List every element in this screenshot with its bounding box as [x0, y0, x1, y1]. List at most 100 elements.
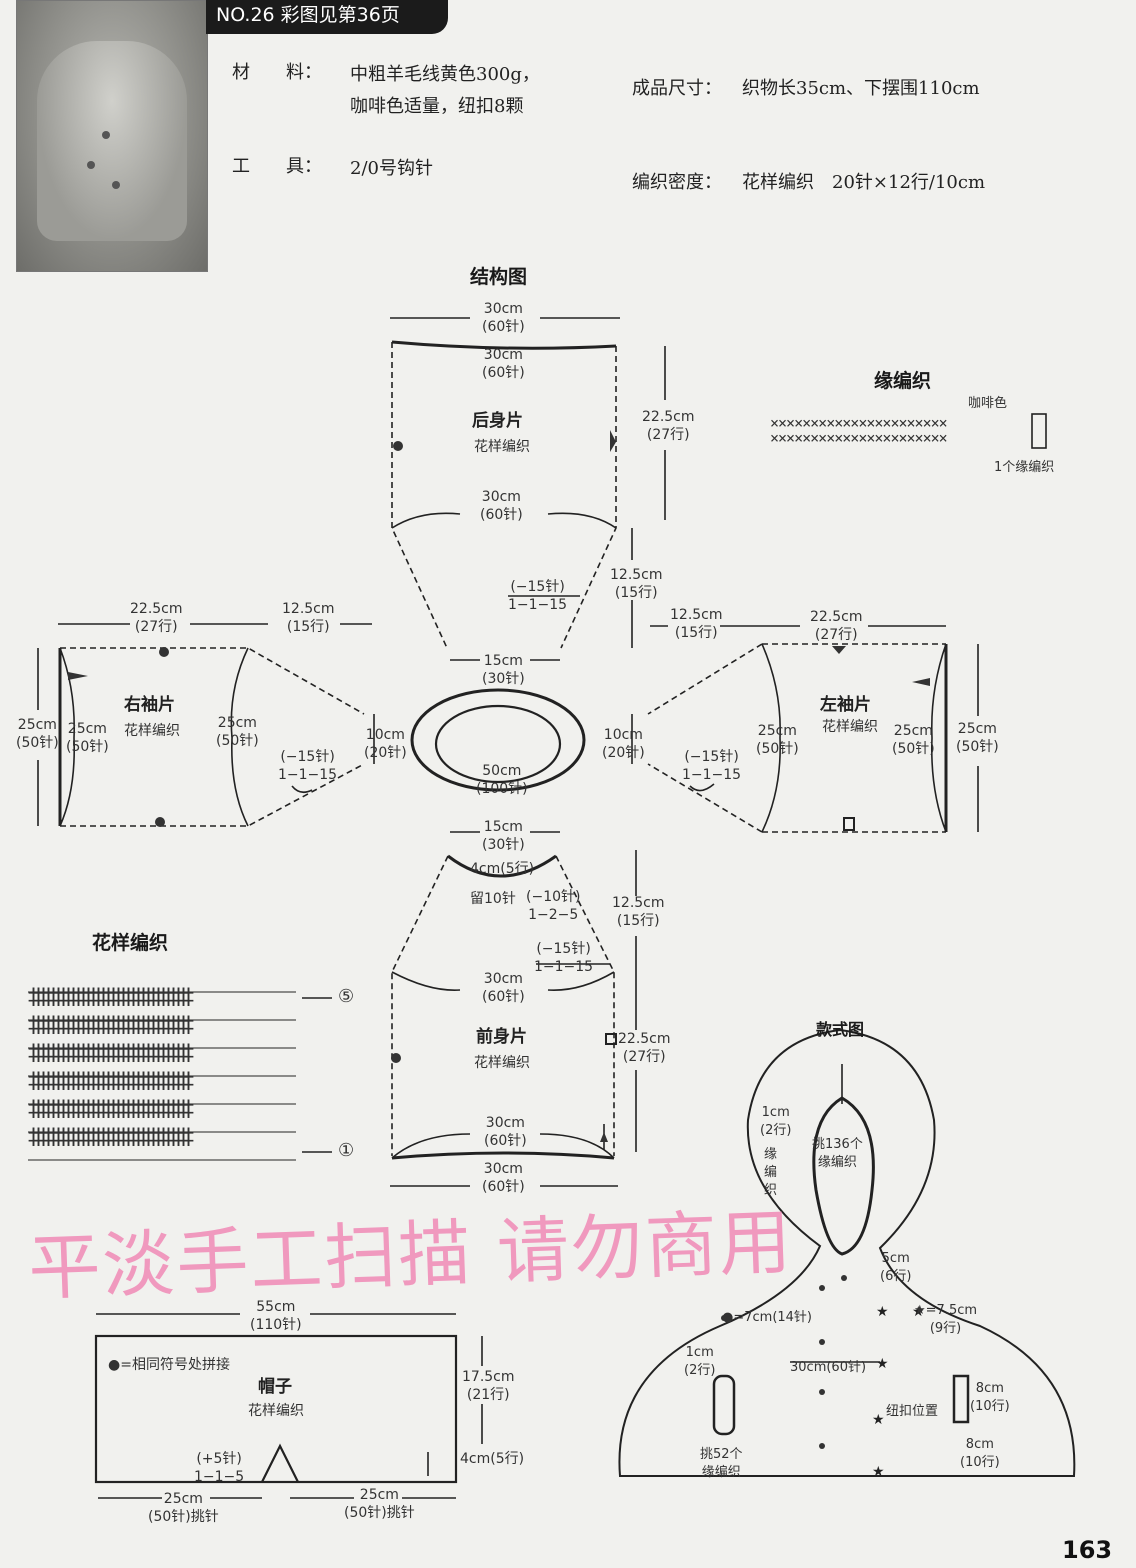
arrow-head	[912, 678, 930, 686]
neck-ring-outer	[410, 688, 586, 792]
front-taper: 12.5cm(15行)	[612, 895, 665, 929]
lsleeve-w1: 12.5cm(15行)	[670, 607, 723, 641]
density-label: 编织密度：	[632, 172, 722, 193]
front-bottom-edge	[391, 1151, 615, 1160]
front-pattern: 花样编织	[474, 1055, 530, 1071]
rsleeve-arc	[230, 647, 249, 827]
style-btn: 纽扣位置	[886, 1404, 939, 1419]
edge-stitch-rows: ××××××××××××××××××××××××××××××××××××××××…	[770, 414, 948, 447]
front-dec1: (−10针)1−2−5	[526, 889, 581, 923]
rsleeve-w2: 12.5cm(15行)	[282, 601, 335, 635]
style-w30: 30cm(60针)	[790, 1360, 867, 1375]
density-value: 花样编织 20针×12行/10cm	[742, 172, 986, 193]
cape-figure	[37, 41, 187, 241]
style-face-opening	[812, 1096, 875, 1256]
style-b8b: 8cm(10行)	[960, 1437, 1000, 1470]
button-dot	[112, 181, 120, 189]
lsleeve-h-outer: 25cm(50针)	[956, 721, 999, 755]
diamond-mark	[610, 430, 616, 452]
back-mid-arcs	[391, 512, 617, 529]
back-height: 22.5cm(27行)	[642, 409, 695, 443]
rsleeve-h-mid: 25cm(50针)	[216, 715, 259, 749]
lsleeve-h-inner: 25cm(50针)	[892, 723, 935, 757]
front-neck: 15cm(30针)	[482, 819, 525, 853]
back-neck: 15cm(30针)	[482, 653, 525, 687]
hood-height: 17.5cm(21行)	[462, 1369, 515, 1403]
star-marks: ★★ ★★ ★	[872, 1304, 925, 1480]
square-mark	[605, 1033, 617, 1045]
material-line1: 中粗羊毛线黄色300g，	[350, 64, 540, 85]
page-number: 163	[1062, 1536, 1113, 1564]
tool-value: 2/0号钩针	[350, 158, 433, 179]
style-pick136: 挑136个缘编织	[812, 1137, 863, 1170]
edge-note: 1个缘编织	[994, 460, 1055, 475]
front-bottom-arcs	[391, 1133, 615, 1159]
hood-bottom-left: 25cm(50针)挑针	[148, 1491, 219, 1525]
square-mark	[843, 817, 855, 831]
style-dot7: ●=7cm(14针)	[722, 1310, 813, 1325]
hood-rect	[94, 1334, 458, 1484]
neck-ring-inner	[434, 704, 562, 784]
back-dec: (−15针)1−1−15	[508, 579, 568, 613]
edge-color: 咖啡色	[968, 396, 1008, 411]
hood-name: 帽子	[258, 1377, 292, 1397]
join-mark	[155, 817, 165, 827]
style-s5: 5cm(6行)	[880, 1251, 912, 1284]
front-name: 前身片	[476, 1027, 527, 1047]
marks	[68, 430, 930, 1449]
front-bottom-outer: 30cm(60针)	[482, 1161, 525, 1195]
rsleeve-outline	[60, 647, 365, 827]
hood-inc: (+5针)1−1−5	[194, 1451, 245, 1485]
hood-notch	[261, 1443, 299, 1483]
front-outline	[391, 855, 615, 1156]
style-title: 款式图	[816, 1020, 865, 1039]
button-dot	[102, 131, 110, 139]
back-pattern: 花样编织	[474, 439, 530, 455]
rsleeve-name: 右袖片	[124, 695, 175, 715]
pattern-grid	[28, 991, 296, 1161]
front-height: 22.5cm(27行)	[618, 1031, 671, 1065]
lsleeve-w2: 22.5cm(27行)	[810, 609, 863, 643]
pattern-row1: ①	[338, 1140, 355, 1161]
lsleeve-outline	[647, 643, 946, 833]
lsleeve-name: 左袖片	[820, 695, 871, 715]
back-top-inner: 30cm(60针)	[482, 347, 525, 381]
row-arrows	[302, 997, 332, 1153]
pattern-title: 花样编织	[92, 932, 169, 954]
back-top-outer: 30cm(60针)	[482, 301, 525, 335]
style-left-pocket	[712, 1374, 736, 1436]
rsleeve-end: 10cm(20针)	[364, 727, 407, 761]
arrow-head	[600, 1132, 608, 1142]
front-neck-curve	[447, 854, 557, 878]
style-b8a: 8cm(10行)	[970, 1381, 1010, 1414]
button-dot	[87, 161, 95, 169]
size-label: 成品尺寸：	[632, 78, 722, 99]
hood-note: ●=相同符号处拼接	[108, 1357, 230, 1373]
lsleeve-arc	[761, 643, 781, 833]
hood-bottom-right: 25cm(50针)挑针	[344, 1487, 415, 1521]
rsleeve-w1: 22.5cm(27行)	[130, 601, 183, 635]
tool-label: 工 具：	[232, 156, 322, 177]
svg-text:★: ★	[912, 1304, 925, 1320]
style-star: ★=7.5cm(9行)	[914, 1303, 978, 1336]
arrow-head	[68, 672, 88, 680]
style-right-pocket	[952, 1374, 970, 1424]
dec-arrow	[291, 785, 313, 794]
rsleeve-h-inner: 25cm(50针)	[66, 721, 109, 755]
edge-end-box	[1031, 413, 1047, 449]
hood-dip: 4cm(5行)	[460, 1451, 525, 1467]
edge-title: 缘编织	[874, 370, 932, 392]
pattern-stitch-chart: ‡‡‡‡‡‡‡‡‡‡‡‡‡‡‡‡‡‡‡‡‡‡‡‡‡‡‡‡‡‡‡‡‡‡‡‡‡‡‡‡…	[28, 985, 194, 1150]
join-mark	[159, 647, 169, 657]
style-outline	[618, 1028, 1076, 1477]
svg-text:★: ★	[876, 1356, 889, 1372]
material-line2: 咖啡色适量，纽扣8颗	[350, 96, 524, 117]
style-edge-word: 缘 编 织	[764, 1147, 778, 1198]
svg-text:★: ★	[872, 1412, 885, 1428]
back-top-edge	[391, 340, 617, 350]
rsleeve-pattern: 花样编织	[124, 723, 180, 739]
lsleeve-inner-arc	[930, 643, 947, 833]
style-pick52: 挑52个缘编织	[700, 1447, 743, 1480]
front-dec2: (−15针)1−1−15	[534, 941, 594, 975]
style-e1: 1cm(2行)	[684, 1345, 716, 1378]
